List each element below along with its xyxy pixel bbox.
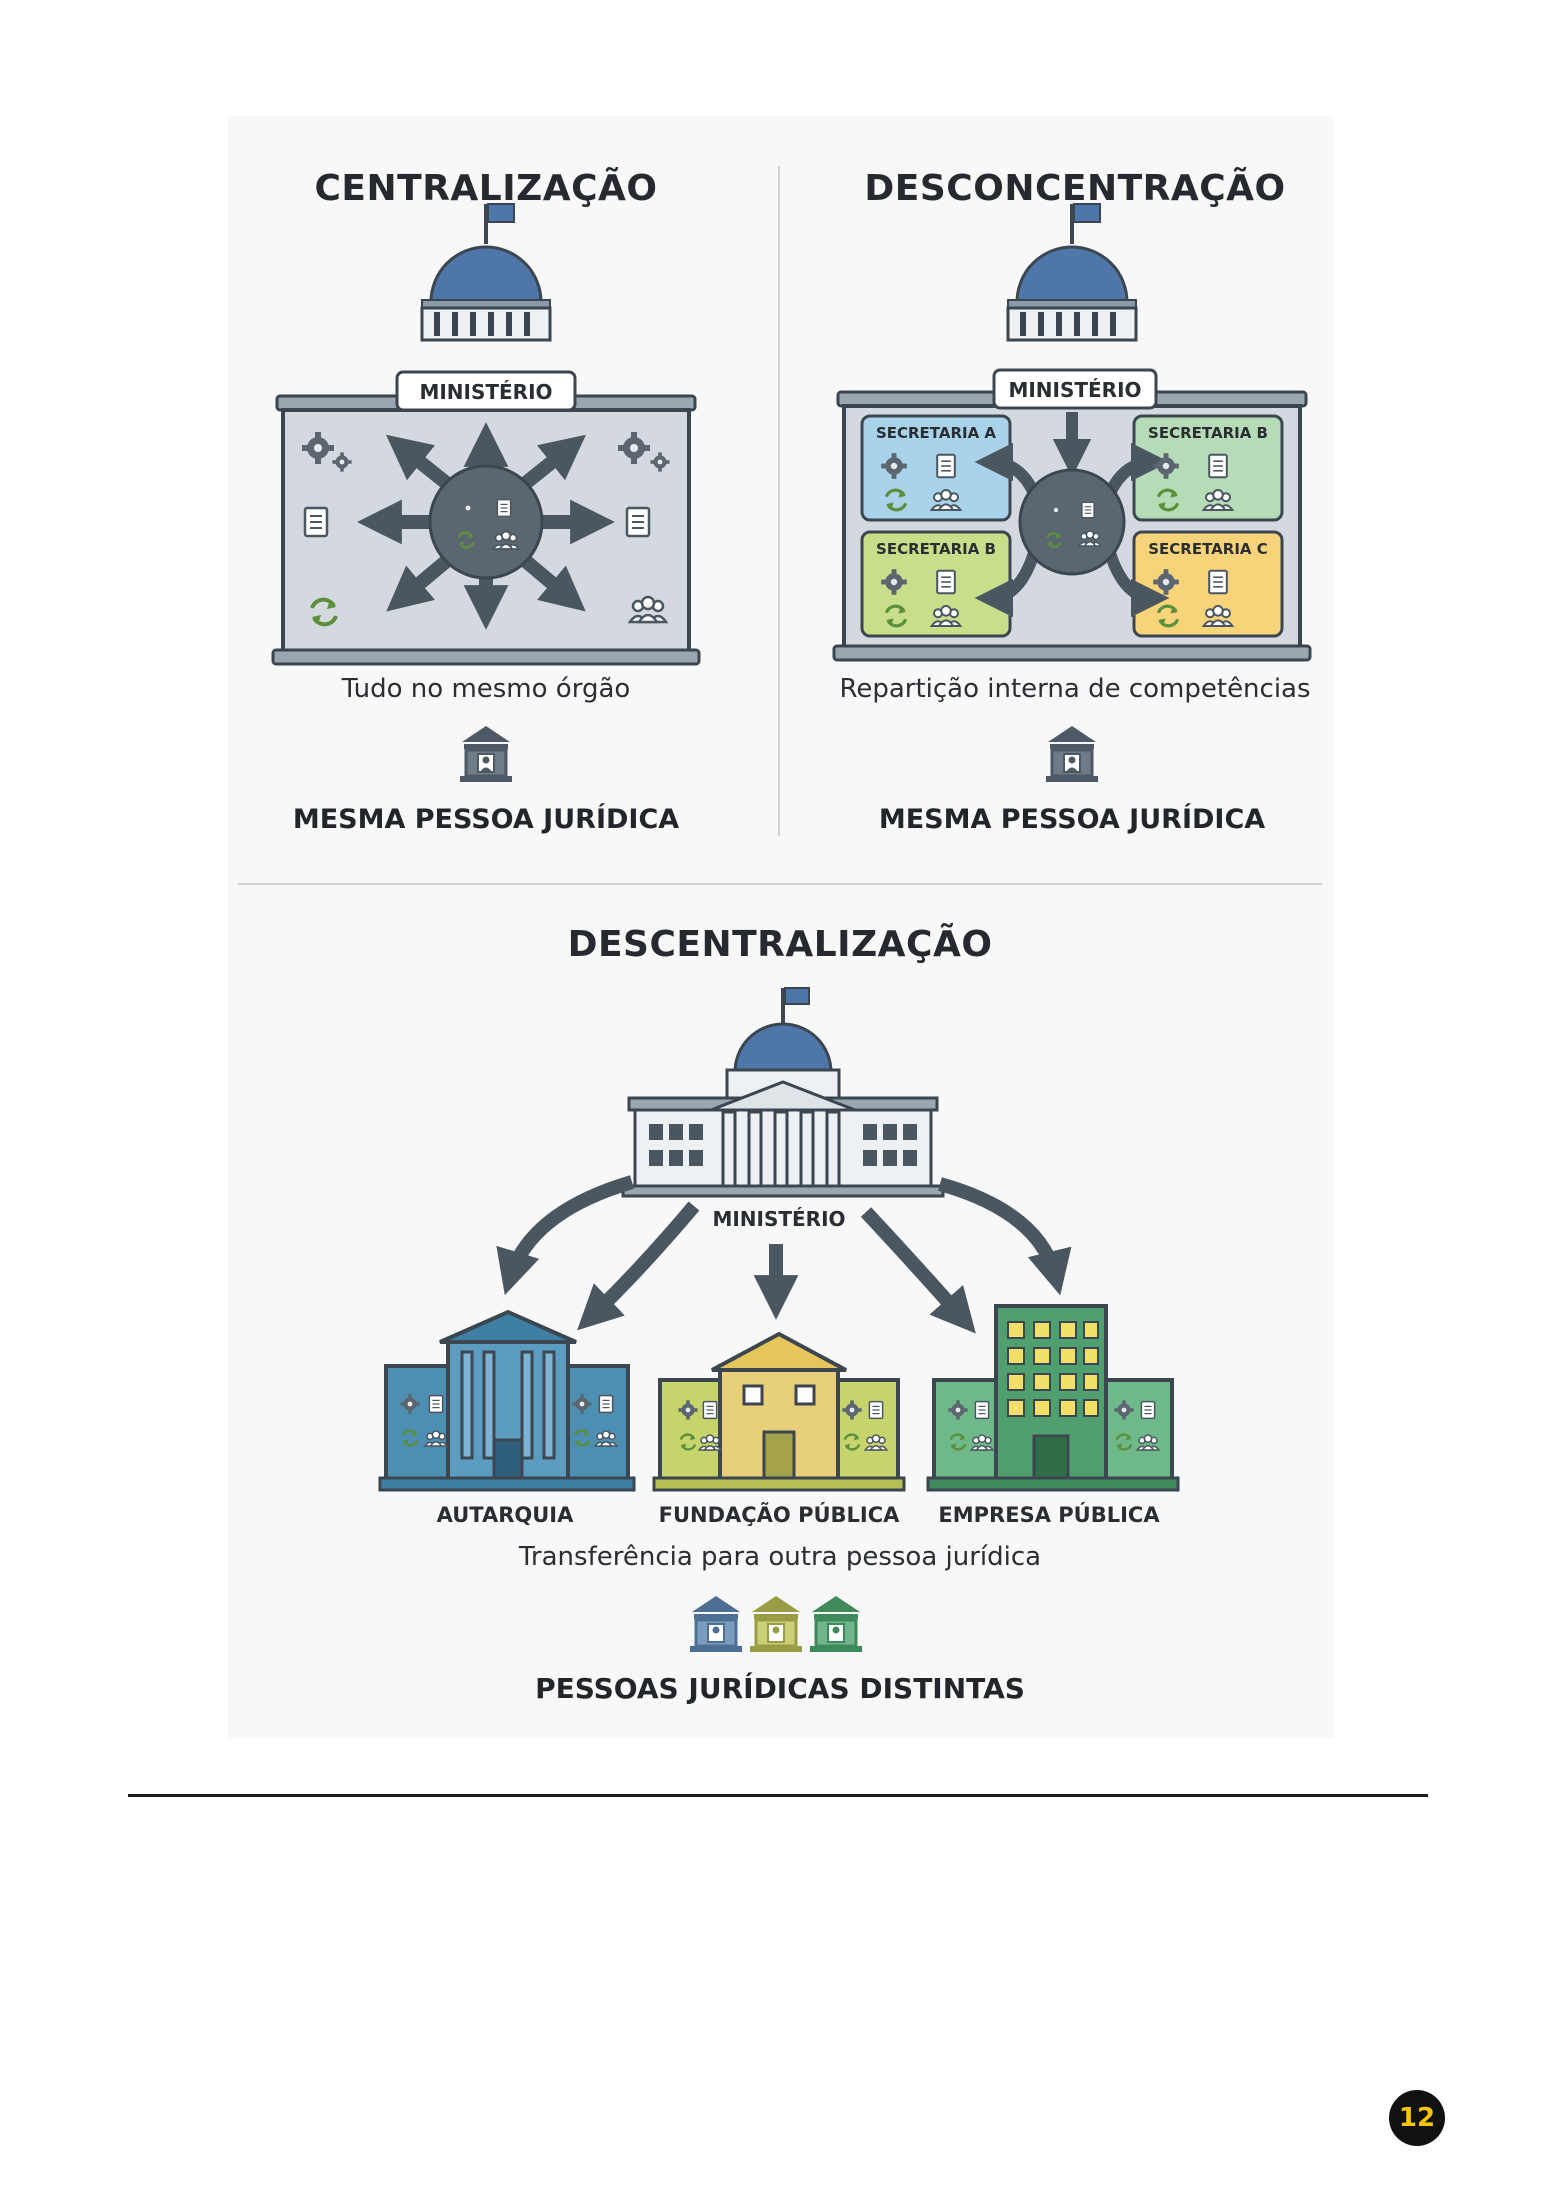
secretaria-label: SECRETARIA C — [1148, 540, 1268, 558]
desconcentracao-title: DESCONCENTRAÇÃO — [864, 168, 1286, 209]
descentralizacao-title: DESCENTRALIZAÇÃO — [567, 924, 993, 965]
centralizacao-footer: MESMA PESSOA JURÍDICA — [292, 804, 680, 835]
centralizacao-diagram — [271, 202, 701, 784]
document-icon — [303, 506, 329, 538]
descentralizacao-caption: Transferência para outra pessoa jurídica — [518, 1542, 1042, 1572]
centralizacao-building-label: MINISTÉRIO — [419, 380, 552, 404]
centralizacao-caption: Tudo no mesmo órgão — [341, 674, 631, 704]
desconcentracao-diagram — [832, 202, 1312, 784]
entity-label-fundacao: FUNDAÇÃO PÚBLICA — [659, 1502, 901, 1527]
centralizacao-title: CENTRALIZAÇÃO — [314, 168, 658, 209]
bank-icon — [458, 724, 514, 784]
entity-label-empresa: EMPRESA PÚBLICA — [938, 1502, 1160, 1527]
desconcentracao-footer: MESMA PESSOA JURÍDICA — [878, 804, 1266, 835]
people-icon — [628, 595, 668, 624]
descentralizacao-diagram — [378, 987, 1180, 1652]
secretaria-label: SECRETARIA B — [876, 540, 996, 558]
descentralizacao-footer: PESSOAS JURÍDICAS DISTINTAS — [535, 1672, 1025, 1705]
page-rule — [128, 1794, 1428, 1797]
entity-label-autarquia: AUTARQUIA — [437, 1503, 574, 1527]
secretaria-label: SECRETARIA A — [876, 424, 996, 442]
page-number: 12 — [1389, 2090, 1445, 2146]
desconcentracao-caption: Repartição interna de competências — [839, 674, 1311, 704]
desconcentracao-building-label: MINISTÉRIO — [1008, 378, 1141, 402]
bank-icons-row — [690, 1596, 862, 1652]
secretaria-label: SECRETARIA B — [1148, 424, 1268, 442]
descentralizacao-building-label: MINISTÉRIO — [712, 1207, 845, 1231]
